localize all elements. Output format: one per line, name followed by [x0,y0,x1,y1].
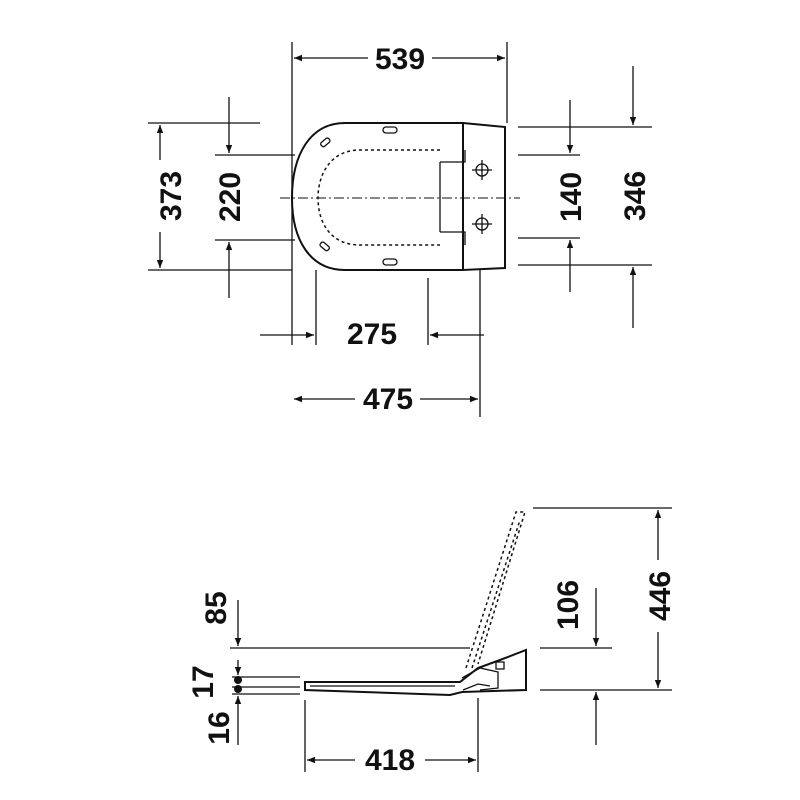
dimension-373: 373 [155,125,188,268]
dimension-106: 106 [552,580,600,745]
top-view: 539 373 220 140 346 [148,42,652,417]
dimension-475: 475 [294,383,478,416]
dimension-140: 140 [555,100,588,292]
dim-label-106: 106 [552,580,585,630]
dim-label-418: 418 [365,744,415,777]
dimension-220: 220 [214,97,247,298]
dimension-17: 17 [187,660,242,699]
side-view: 85 106 446 17 16 418 [187,507,677,777]
dim-label-346: 346 [619,171,652,221]
seat-outline-top [280,121,520,272]
fixing-hole-bottom [472,214,492,234]
dimension-16: 16 [203,685,242,745]
dim-label-220: 220 [214,172,247,222]
dim-label-16: 16 [203,711,236,744]
dimension-539: 539 [294,43,505,76]
dim-label-446: 446 [644,571,677,621]
dimension-446: 446 [644,510,677,688]
extension-lines-top [148,42,652,417]
fixing-hole-top [472,160,492,180]
dim-label-275: 275 [347,318,397,351]
dim-label-140: 140 [555,172,588,222]
dimension-346: 346 [619,66,652,328]
dim-label-17: 17 [187,665,220,698]
dim-label-373: 373 [155,171,188,221]
dimension-275: 275 [260,318,484,351]
dim-label-475: 475 [363,383,413,416]
dimension-418: 418 [307,744,476,777]
dim-label-85: 85 [200,591,233,624]
dimension-85: 85 [200,591,242,646]
extension-lines-side [230,507,672,772]
seat-profile-side [304,511,527,697]
dim-label-539: 539 [375,43,425,76]
